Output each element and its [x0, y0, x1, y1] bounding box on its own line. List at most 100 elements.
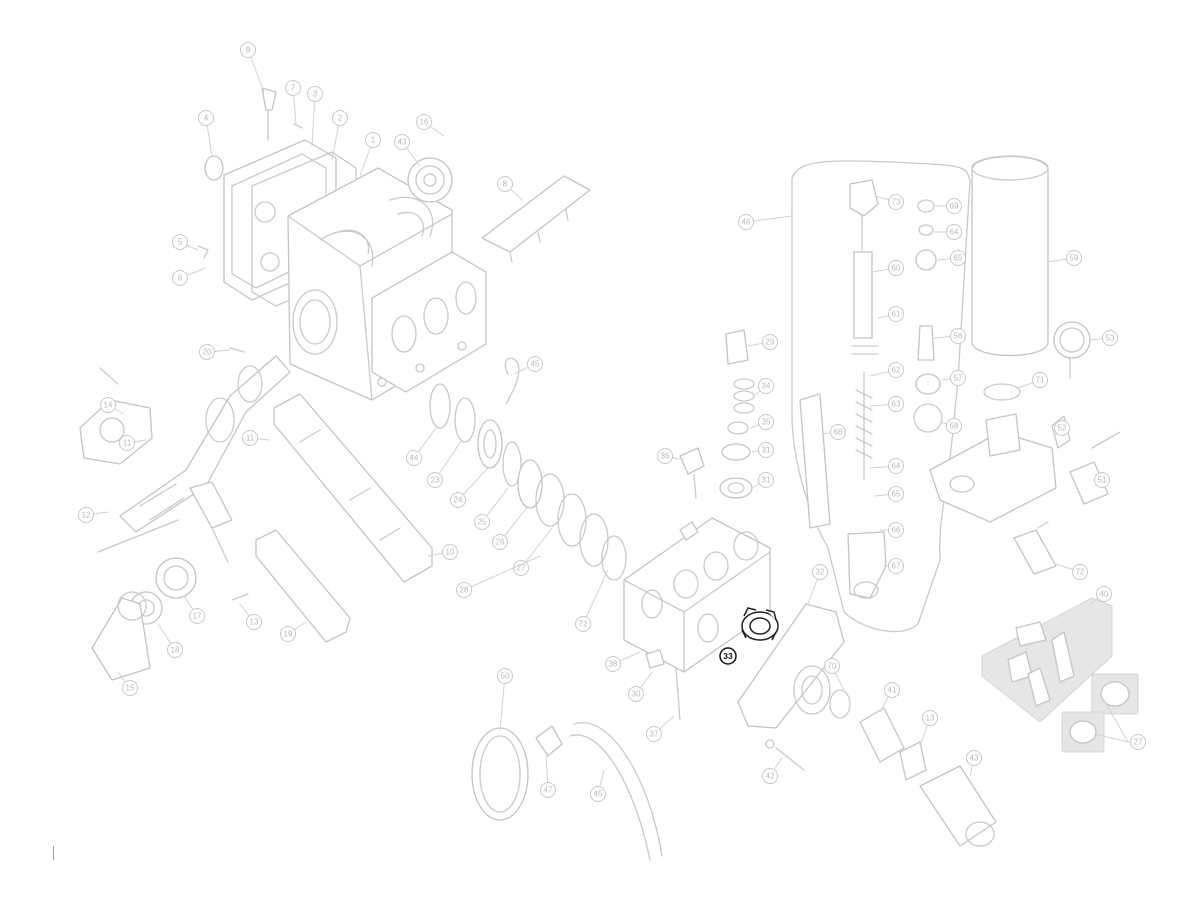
callout-bubble: [758, 378, 774, 394]
callout-number: 66: [892, 526, 901, 535]
callout-73: 73: [875, 194, 904, 210]
callout-number: 30: [632, 690, 641, 699]
callout-number: 31: [762, 446, 771, 455]
callout-number: 10: [446, 548, 455, 557]
callout-bubble: [738, 214, 754, 230]
callout-43: 43: [966, 750, 982, 777]
callout-number: 51: [1098, 476, 1107, 485]
callout-bubble: [950, 370, 966, 386]
callout-bubble: [119, 435, 135, 451]
callout-56: 56: [933, 328, 966, 344]
callout-60: 60: [871, 260, 904, 276]
callout-number: 13: [250, 618, 259, 627]
callout-69: 69: [934, 198, 962, 214]
callout-26: 26: [492, 505, 529, 550]
callout-leader-line: [434, 439, 463, 481]
callout-10: 10: [427, 544, 458, 560]
callout-bubble: [946, 224, 962, 240]
callout-19: 19: [280, 621, 307, 642]
callout-bubble: [1094, 472, 1110, 488]
callout-number: 53: [1106, 334, 1115, 343]
callout-bubble: [172, 270, 188, 286]
callout-47: 47: [540, 755, 556, 798]
callout-number: 65: [892, 490, 901, 499]
callout-number: 64: [950, 228, 959, 237]
callout-bubble: [450, 492, 466, 508]
callout-50: 50: [497, 668, 513, 731]
callout-bubble: [189, 608, 205, 624]
callout-31: 31: [751, 472, 774, 489]
callout-bubble: [824, 658, 840, 674]
callout-number: 72: [1076, 568, 1085, 577]
callout-bubble: [888, 522, 904, 538]
callout-number: 26: [496, 538, 505, 547]
callout-bubble: [1096, 586, 1112, 602]
callout-number: 69: [950, 202, 959, 211]
callout-number: 45: [594, 790, 603, 799]
callout-number: 63: [892, 400, 901, 409]
callout-number: 28: [460, 586, 469, 595]
callout-bubble: [416, 114, 432, 130]
callout-bubble: [884, 682, 900, 698]
callout-number: 38: [609, 660, 618, 669]
callout-bubble: [307, 86, 323, 102]
callout-number: 70: [828, 662, 837, 671]
callout-bubble: [950, 328, 966, 344]
callout-bubble: [78, 507, 94, 523]
callout-67: 67: [884, 558, 904, 574]
callout-bubble: [497, 176, 513, 192]
callout-number: 34: [762, 382, 771, 391]
callout-3: 3: [307, 86, 323, 147]
callout-bubble: [365, 132, 381, 148]
callout-number: 17: [193, 612, 202, 621]
hose-and-accessories: [471, 721, 663, 861]
callout-44: 44: [406, 427, 437, 466]
callout-number: 57: [954, 374, 963, 383]
callout-number: 14: [104, 401, 113, 410]
callout-bubble: [812, 564, 828, 580]
callout-number: 42: [766, 772, 775, 781]
callout-number: 8: [503, 180, 508, 189]
callout-15: 15: [117, 671, 138, 696]
page-edge-mark: [53, 846, 54, 860]
callout-bubble: [758, 414, 774, 430]
callout-17: 17: [183, 595, 205, 624]
callout-bubble: [888, 194, 904, 210]
callout-number: 62: [892, 366, 901, 375]
callout-bubble: [1054, 420, 1070, 436]
callout-number: 61: [892, 310, 901, 319]
callout-number: 71: [1036, 376, 1045, 385]
callout-number: 25: [478, 518, 487, 527]
callout-bubble: [888, 260, 904, 276]
callout-number: 58: [950, 422, 959, 431]
callout-bubble: [888, 362, 904, 378]
callout-62: 62: [869, 362, 904, 378]
callout-bubble: [122, 680, 138, 696]
callout-13: 13: [919, 710, 938, 747]
callout-bubble: [758, 442, 774, 458]
callout-bubble: [922, 710, 938, 726]
callout-34: 34: [753, 378, 774, 397]
callout-32: 32: [807, 564, 828, 605]
callout-bubble: [100, 397, 116, 413]
callout-number: 41: [888, 686, 897, 695]
callout-leader-line: [311, 93, 316, 147]
callout-number: 12: [82, 511, 91, 520]
callout-45: 45: [513, 356, 543, 375]
callout-bubble: [657, 448, 673, 464]
callout-24: 24: [450, 467, 489, 508]
callout-bubble: [888, 306, 904, 322]
callout-number: 56: [954, 332, 963, 341]
highlighted-part-33[interactable]: [741, 607, 779, 641]
callout-bubble: [628, 686, 644, 702]
callout-bubble: [646, 726, 662, 742]
callout-number: 44: [410, 454, 419, 463]
callout-42: 42: [762, 757, 783, 784]
callout-number: 13: [926, 714, 935, 723]
callout-number: 6: [178, 274, 183, 283]
callout-bubble: [605, 656, 621, 672]
callout-38: 38: [605, 651, 641, 672]
callout-bubble: [527, 356, 543, 372]
